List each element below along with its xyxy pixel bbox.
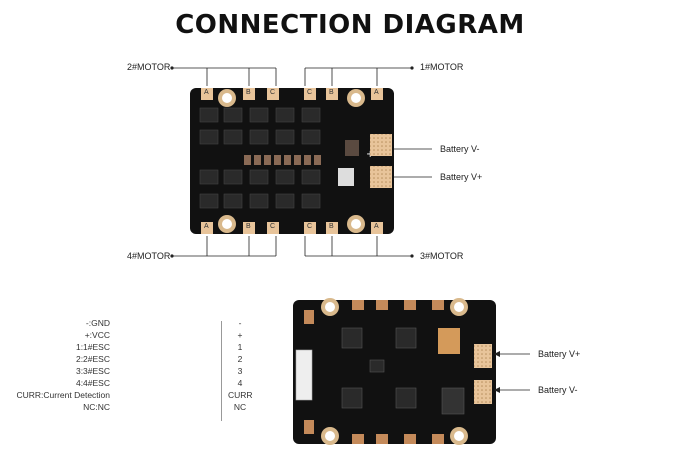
- bottom-connection-lines: [498, 353, 530, 391]
- pin-code: +: [237, 330, 243, 340]
- pad-letter: A: [204, 89, 209, 96]
- pin-legend-divider: [221, 321, 222, 421]
- bottom-board-pcb: [293, 300, 496, 444]
- pad-letter: C: [270, 89, 276, 96]
- pin-name: CURR:Current Detection: [16, 390, 110, 400]
- pin-code: -: [238, 318, 242, 328]
- pin-code: NC: [233, 402, 247, 412]
- pad-letter: C: [307, 89, 313, 96]
- bottom-battery-neg-label: Battery V-: [538, 385, 578, 395]
- motor-2-label: 2#MOTOR: [127, 62, 171, 72]
- top-battery-pos-label: Battery V+: [440, 172, 483, 182]
- signal-connector: [295, 349, 313, 401]
- current-sensor-component: [338, 168, 354, 186]
- pad-letter: B: [329, 89, 334, 96]
- controller-chips: [341, 327, 417, 409]
- pin-name: 3:3#ESC: [75, 366, 110, 376]
- battery-neg-pad: [370, 134, 392, 156]
- bottom-battery-neg-pad: [474, 380, 492, 404]
- diagram-title: CONNECTION DIAGRAM: [175, 10, 525, 40]
- mosfet-chips: [199, 107, 321, 209]
- pin-name: +:VCC: [84, 330, 110, 340]
- pin-name: 4:4#ESC: [75, 378, 110, 388]
- motor-1-label: 1#MOTOR: [420, 62, 464, 72]
- motor-3-label: 3#MOTOR: [420, 251, 464, 261]
- pad-letter: C: [307, 223, 313, 230]
- shunt-component: [345, 140, 359, 156]
- pin-name: 2:2#ESC: [75, 354, 110, 364]
- mounting-hole-icon: [321, 298, 468, 445]
- top-motor-pads: [201, 88, 383, 100]
- pin-name: 1:1#ESC: [75, 342, 110, 352]
- pin-code: 4: [237, 378, 243, 388]
- top-connector-dots: [170, 66, 414, 258]
- bottom-battery-pos-pad: [474, 344, 492, 368]
- bottom-battery-pos-label: Battery V+: [538, 349, 581, 359]
- capacitor-component: [438, 328, 460, 354]
- capacitor-strip: [244, 155, 321, 165]
- arrow-icon: [494, 351, 500, 393]
- pin-name: -:GND: [85, 318, 110, 328]
- bottom-esc-board: [293, 298, 496, 445]
- pad-letter: B: [246, 223, 251, 230]
- pad-letter: C: [270, 223, 276, 230]
- pad-letter: A: [374, 223, 379, 230]
- pad-letter: B: [246, 89, 251, 96]
- top-connection-lines: [172, 67, 432, 257]
- bottom-motor-pads: [201, 222, 383, 234]
- pin-code: 1: [237, 342, 243, 352]
- pad-letter: B: [329, 223, 334, 230]
- mounting-hole-icon: [218, 89, 365, 233]
- regulator-component: [441, 387, 465, 415]
- pin-code: 2: [237, 354, 243, 364]
- bottom-board-edge-pads: [304, 300, 444, 444]
- battery-pos-pad: [370, 166, 392, 188]
- top-battery-neg-label: Battery V-: [440, 144, 480, 154]
- motor-4-label: 4#MOTOR: [127, 251, 171, 261]
- pin-code: 3: [237, 366, 243, 376]
- pin-code: CURR: [228, 390, 253, 400]
- pad-letter: A: [374, 89, 379, 96]
- pin-name: NC:NC: [83, 402, 110, 412]
- pad-letter: A: [204, 223, 209, 230]
- top-esc-board: +: [190, 88, 394, 234]
